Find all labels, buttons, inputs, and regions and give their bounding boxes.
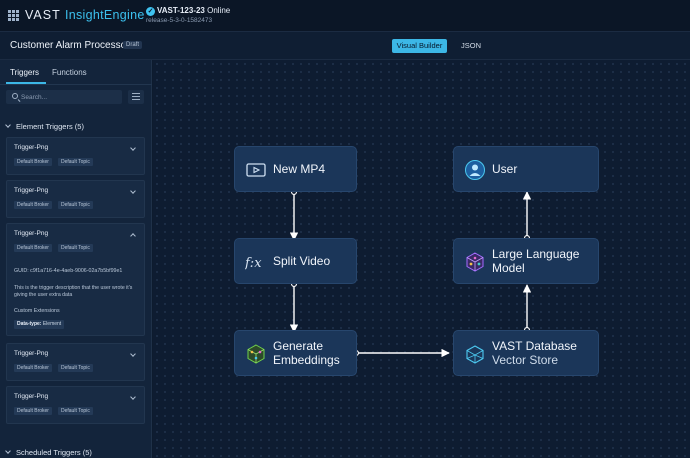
tab-visual-builder[interactable]: Visual Builder [392,39,447,53]
trigger-description: This is the trigger description that the… [14,285,133,298]
trigger-guid: GUID: c9f1a716-4e-4aeb-9006-02a7b5bf99e1 [14,268,123,274]
node-label-line1: VAST Database [492,339,577,353]
chevron-up-icon[interactable] [130,233,136,239]
node-label: User [492,162,518,176]
brand-vast: VAST [25,8,61,22]
page-header: Customer Alarm Processor Draft Visual Bu… [0,32,690,60]
node-label-line2: Vector Store [492,353,559,367]
video-icon [246,163,266,177]
chevron-down-icon[interactable] [130,394,136,400]
element-triggers-header: Element Triggers (5) [16,122,84,131]
trigger-title: Trigger-Png [14,187,49,194]
broker-badge: Default Broker [14,201,52,209]
search-box [6,90,122,104]
embedding-cube-icon [247,344,265,364]
node-label: Large Language Model [492,239,596,283]
page-title: Customer Alarm Processor [10,40,130,51]
cluster-online-text: Online [207,6,231,15]
filter-button[interactable] [128,90,144,104]
active-tab-indicator [6,82,46,84]
trigger-card[interactable]: Trigger-Png Default Broker Default Topic [6,137,145,175]
tab-functions[interactable]: Functions [52,68,87,77]
data-type-value: Element [42,321,62,327]
search-input[interactable] [21,90,119,104]
node-user[interactable]: User [453,146,599,192]
release-version: release-5-3-0-1582473 [146,17,213,24]
tab-triggers[interactable]: Triggers [10,68,40,77]
node-new-mp4[interactable]: New MP4 [234,146,357,192]
node-label-line1: Generate [273,339,324,353]
element-triggers-section[interactable]: Element Triggers (5) [5,122,84,131]
node-label-line1: Large Language [492,247,580,261]
sidebar: Triggers Functions Element Triggers (5) … [0,60,152,458]
svg-text:f:x: f:x [245,256,262,271]
topic-badge: Default Topic [58,201,93,209]
broker-badge: Default Broker [14,407,52,415]
trigger-card[interactable]: Trigger-Png Default Broker Default Topic [6,343,145,381]
trigger-title: Trigger-Png [14,350,49,357]
cluster-status: VAST-123-23 Online [157,6,230,15]
draft-badge: Draft [123,41,143,49]
chevron-down-icon [5,122,11,128]
vector-store-icon [466,345,484,364]
app-grid-icon[interactable] [8,10,19,21]
search-icon [12,93,18,99]
broker-badge: Default Broker [14,364,52,372]
brand-logo: VAST InsightEngine [25,8,145,22]
trigger-title: Trigger-Png [14,393,49,400]
topic-badge: Default Topic [58,244,93,252]
flow-canvas[interactable]: New MP4 f:x Split Video Generate Embeddi… [153,60,690,458]
data-type-label: Data-type: [17,321,42,327]
chevron-down-icon [5,448,11,454]
broker-badge: Default Broker [14,158,52,166]
node-label: VAST Database Vector Store [492,331,596,375]
node-label: New MP4 [273,162,326,176]
llm-cube-icon [466,252,484,272]
scheduled-triggers-header: Scheduled Triggers (5) [16,448,92,457]
trigger-card-expanded[interactable]: Trigger-Png Default Broker Default Topic… [6,223,145,336]
node-label: Split Video [273,254,331,268]
trigger-title: Trigger-Png [14,230,49,237]
chevron-down-icon[interactable] [130,145,136,151]
brand-product: InsightEngine [64,8,145,22]
node-label: Generate Embeddings [273,331,355,375]
user-icon [465,160,485,180]
node-label-line2: Embeddings [273,353,340,367]
data-type-badge: Data-type: Element [14,320,65,329]
top-bar: VAST InsightEngine ✓ VAST-123-23 Online … [0,0,690,32]
node-label-line2: Model [492,261,525,275]
scheduled-triggers-section[interactable]: Scheduled Triggers (5) [5,448,92,457]
chevron-down-icon[interactable] [130,188,136,194]
node-split-video[interactable]: f:x Split Video [234,238,357,284]
node-large-language-model[interactable]: Large Language Model [453,238,599,284]
topic-badge: Default Topic [58,158,93,166]
node-generate-embeddings[interactable]: Generate Embeddings [234,330,357,376]
topic-badge: Default Topic [58,407,93,415]
cluster-name: VAST-123-23 [157,6,205,15]
topic-badge: Default Topic [58,364,93,372]
function-icon: f:x [245,256,262,271]
online-check-icon: ✓ [146,7,155,16]
broker-badge: Default Broker [14,244,52,252]
tabs-divider [0,84,152,85]
custom-extensions-label: Custom Extensions [14,308,60,314]
tab-json[interactable]: JSON [461,41,482,50]
trigger-title: Trigger-Png [14,144,49,151]
node-vast-database[interactable]: VAST Database Vector Store [453,330,599,376]
chevron-down-icon[interactable] [130,351,136,357]
trigger-card[interactable]: Trigger-Png Default Broker Default Topic [6,180,145,218]
trigger-card[interactable]: Trigger-Png Default Broker Default Topic [6,386,145,424]
